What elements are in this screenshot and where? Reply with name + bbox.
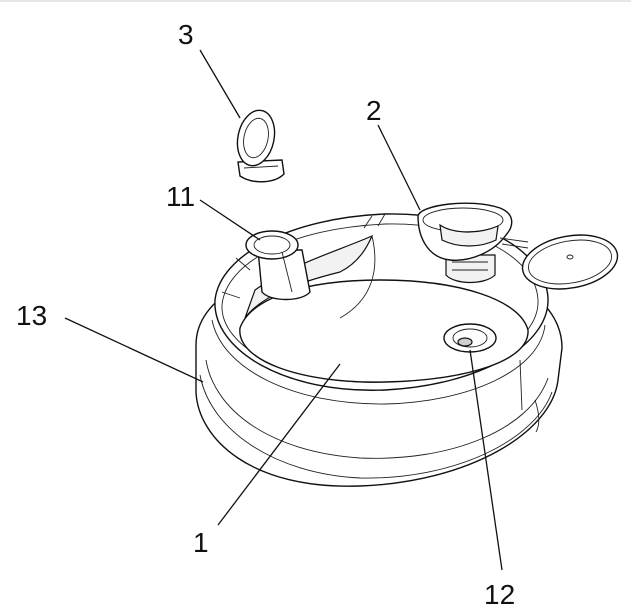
center-panel bbox=[239, 234, 529, 383]
leader-lines bbox=[64, 49, 503, 571]
leader-3 bbox=[199, 49, 241, 119]
label-part-3: 3 bbox=[178, 19, 194, 50]
label-part-11: 11 bbox=[166, 181, 195, 212]
loose-cap bbox=[236, 109, 285, 183]
leader-1 bbox=[217, 363, 341, 526]
leader-12 bbox=[469, 349, 503, 571]
leader-11 bbox=[199, 199, 261, 241]
fill-cup-with-cap bbox=[417, 202, 619, 290]
label-part-12: 12 bbox=[484, 579, 515, 610]
label-part-1: 1 bbox=[193, 527, 209, 558]
leader-2 bbox=[377, 124, 421, 211]
label-part-2: 2 bbox=[366, 95, 382, 126]
leader-13 bbox=[64, 317, 204, 383]
part-labels: 3 2 11 13 1 12 bbox=[16, 19, 515, 610]
spout bbox=[245, 230, 311, 301]
label-part-13: 13 bbox=[16, 300, 47, 331]
vent-hole bbox=[443, 323, 497, 353]
